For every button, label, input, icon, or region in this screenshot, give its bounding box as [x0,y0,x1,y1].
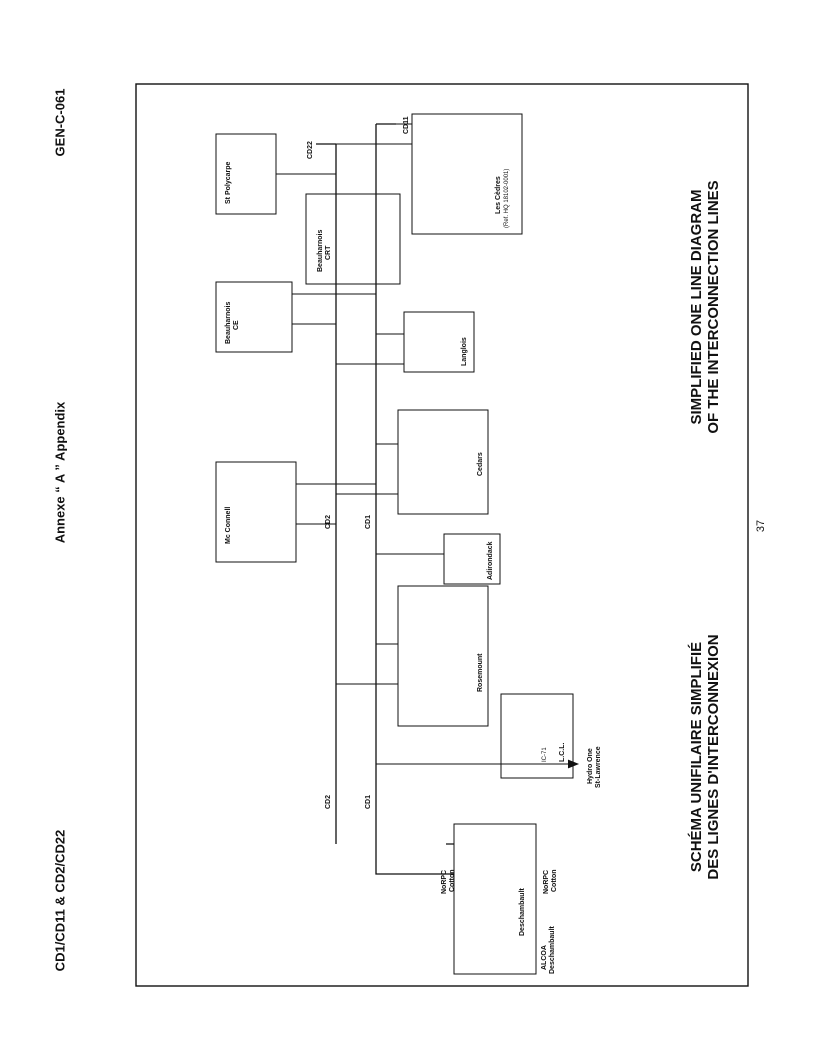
station-beauharnois-crt-box [305,193,401,285]
caption-english: SIMPLIFIED ONE LINE DIAGRAM OF THE INTER… [688,167,722,447]
station-ic71-label: IC-71 [542,747,548,762]
bus-cd22-label: CD22 [307,141,314,159]
station-les-cedres-label-2: (Ref. HQ 18102-0001) [504,169,510,228]
station-nrfpc-1-label-1: NoRPC [543,870,550,894]
bus-cd11-label: CD11 [403,116,410,134]
bus-cd2-label: CD2 [325,795,332,809]
station-langlois-box [403,311,475,373]
diagram-frame [135,83,749,987]
station-st-polycarpe-label: St Polycarpe [225,161,232,204]
station-deschambault-label: Deschambault [519,887,526,936]
station-les-cedres-label-1: Les Cèdres [495,176,502,214]
page-number: 37 [755,519,768,533]
station-nrfpc-2-label-1: NoRPC [441,870,448,894]
diagram-content: Deschambault ALCOA Deschambault NoRPC Co… [215,113,602,975]
bus-cd1-line [375,124,454,875]
station-les-cedres-box [411,113,523,235]
caption-french-line-2: DES LIGNES D'INTERCONNEXION [705,634,722,880]
bus-cd1-label-mid: CD1 [365,515,372,529]
station-beauharnois-crt-label-1: Beauharnois [317,229,324,272]
station-alcoa-label-1: ALCOA [541,945,548,970]
station-mc-connell-label: Mc Connell [225,507,232,544]
station-cedars-label: Cedars [477,452,484,476]
station-hydro-one-label-1: Hydro One [587,748,594,784]
station-beauharnois-ce-box [215,281,293,353]
station-adirondack-box [443,533,501,585]
station-nrfpc-2-label-2: Cotton [449,869,456,892]
caption-english-line-2: OF THE INTERCONNECTION LINES [705,180,722,434]
station-deschambault-box [453,823,537,975]
station-adirondack-label: Adirondack [487,541,494,580]
bus-cd2-label-mid: CD2 [325,515,332,529]
station-lcl-label: L.C.L. [559,743,566,762]
station-nrfpc-1-label-2: Cotton [551,869,558,892]
station-rosemount-label: Rosemount [477,653,484,692]
caption-english-line-1: SIMPLIFIED ONE LINE DIAGRAM [688,189,705,425]
station-cedars-box [397,409,489,515]
station-beauharnois-ce-label-1: Beauharnois [225,301,232,344]
caption-french-line-1: SCHÉMA UNIFILAIRE SIMPLIFIÉ [688,641,705,873]
station-langlois-label: Langlois [461,337,468,366]
station-alcoa-label-2: Deschambault [549,925,556,974]
caption-french: SCHÉMA UNIFILAIRE SIMPLIFIÉ DES LIGNES D… [688,617,722,897]
station-rosemount-box [397,585,489,727]
bus-cd1-label: CD1 [365,795,372,809]
station-mc-connell-box [215,461,297,563]
station-hydro-one-label-2: St-Lawrence [595,746,602,788]
station-lcl-box [500,693,574,779]
station-beauharnois-crt-label-2: CRT [325,245,332,260]
station-beauharnois-ce-label-2: CE [233,320,240,330]
